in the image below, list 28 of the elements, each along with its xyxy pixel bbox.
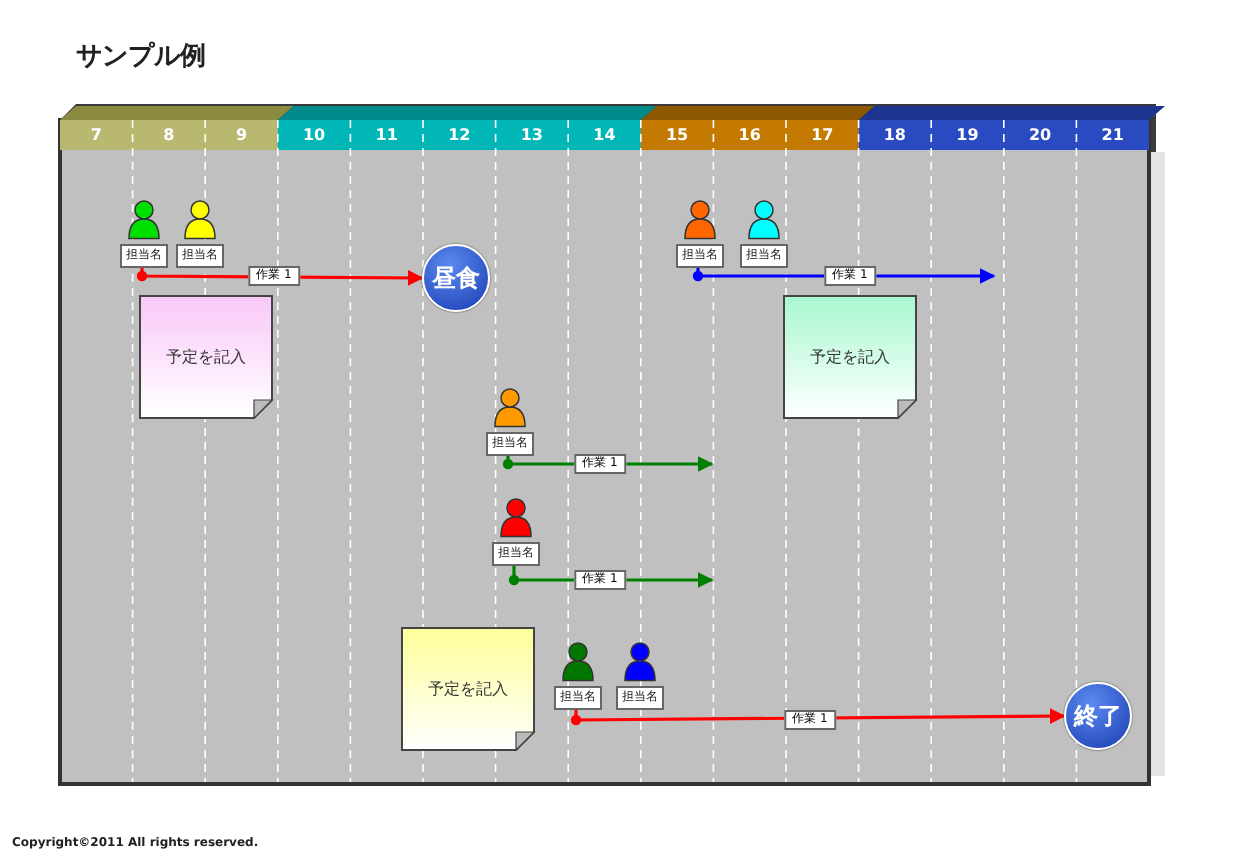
sticky-note: 予定を記入	[138, 294, 274, 420]
hour-label: 9	[235, 126, 248, 144]
hour-label: 8	[163, 126, 175, 144]
hour-label: 10	[302, 126, 326, 144]
hour-label: 12	[448, 126, 471, 144]
hour-label: 17	[811, 126, 834, 144]
hour-label: 15	[665, 126, 689, 144]
arrow	[574, 708, 1066, 725]
hour-label: 14	[593, 126, 616, 144]
hour-label: 20	[1028, 126, 1052, 144]
person-marker	[736, 194, 792, 268]
sticky-note: 予定を記入	[400, 626, 536, 752]
person-marker	[550, 636, 606, 710]
hour-label: 7	[90, 126, 102, 144]
diagram-title: サンプル例	[76, 39, 206, 74]
hour-label: 11	[375, 126, 398, 144]
hour-label: 16	[738, 126, 761, 144]
person-marker	[612, 636, 668, 710]
person-marker	[672, 194, 728, 268]
person-marker	[172, 194, 228, 268]
hour-label: 21	[1101, 126, 1124, 144]
sticky-note: 予定を記入	[782, 294, 918, 420]
hour-label: 18	[883, 126, 906, 144]
person-marker	[482, 382, 538, 456]
hour-label: 13	[520, 126, 543, 144]
person-marker	[488, 492, 544, 566]
hour-label: 19	[956, 126, 979, 144]
person-marker	[116, 194, 172, 268]
